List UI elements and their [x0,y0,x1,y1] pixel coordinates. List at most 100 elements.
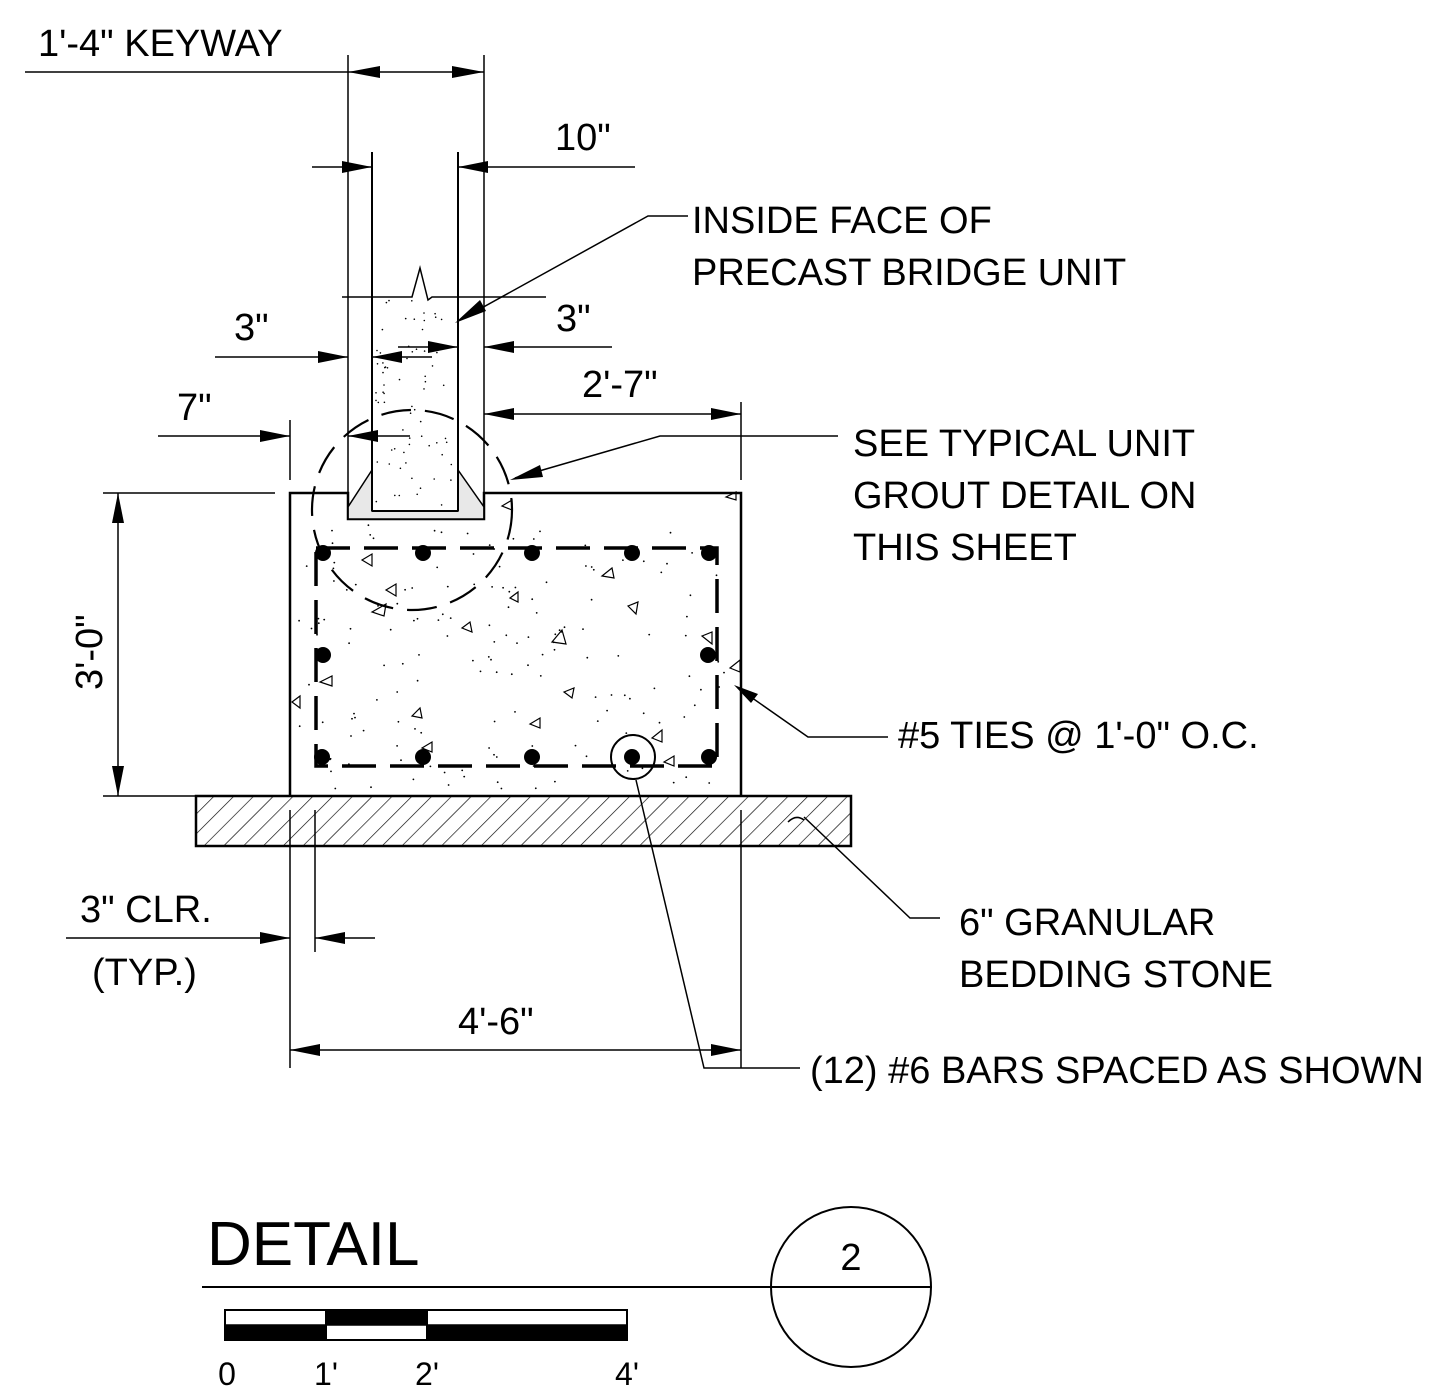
speckle [416,493,419,496]
inside-face-label-1: INSIDE FACE OF [692,200,992,242]
speckle [510,673,513,676]
speckle [384,366,386,369]
speckle [377,401,380,404]
speckle [444,437,447,440]
speckle [375,392,377,394]
rebar-bar [624,749,640,765]
speckle [717,660,720,663]
speckle [445,441,448,444]
speckle [653,687,656,690]
speckle [396,691,399,693]
speckle [495,671,498,674]
speckle [495,756,498,758]
speckle [376,349,378,352]
speckle [685,776,688,779]
callout-labels: INSIDE FACE OF PRECAST BRIDGE UNIT SEE T… [692,200,1424,1092]
speckle [388,463,391,465]
speckle [532,538,535,540]
speckle [331,542,334,545]
bar-callout-circle [610,734,656,780]
speckle [420,435,423,438]
speckle [408,443,411,446]
speckle [412,778,415,781]
speckle [440,531,443,534]
speckle [396,602,399,605]
speckle [586,656,589,659]
speckle [582,628,584,630]
speckle [345,589,348,591]
speckle [723,671,725,674]
speckle [421,328,424,331]
speckle [658,721,661,724]
speckle [554,780,556,783]
speckle [424,375,427,378]
inside-face-label-2: PRECAST BRIDGE UNIT [692,252,1126,294]
speckle [450,479,452,481]
scale-label-4: 4' [615,1356,639,1390]
speckle [389,628,392,631]
speckle [629,697,631,700]
speckle [443,771,446,774]
speckle [354,716,356,719]
wall-speckles [375,299,453,506]
bedding-label-1: 6" GRANULAR [959,902,1215,944]
speckle [372,537,375,540]
speckle [413,619,415,622]
speckle [440,504,443,506]
speckle [317,622,320,625]
rebar-bar [624,545,640,561]
speckle [541,653,544,656]
clear-cover-label: 3" CLR. [80,889,212,931]
speckle [488,624,491,627]
speckle [334,787,337,790]
grout-detail-label-3: THIS SHEET [853,527,1077,569]
scale-label-1: 1' [314,1356,338,1390]
speckle [491,586,493,588]
scale-segment [427,1325,627,1340]
speckle [401,662,404,665]
speckle [488,747,490,749]
keyway-right-gap-label: 3" [556,298,591,340]
speckle [362,729,365,732]
speckle [683,716,686,718]
wall-thickness-label: 10" [555,117,611,159]
speckle [672,781,675,784]
speckle [558,629,561,632]
speckle [554,633,557,636]
speckle [415,348,418,351]
footing [288,408,743,796]
speckle [411,405,413,408]
speckle [385,301,388,304]
speckle [433,529,436,532]
speckle [466,532,469,535]
footing-outline [288,491,743,796]
aggregate-marks [291,491,741,767]
speckle [642,560,645,563]
speckle [708,782,711,784]
speckle [308,683,310,686]
detail-title: DETAIL [207,1210,419,1279]
speckle [321,721,324,724]
speckle [390,449,393,451]
speckle [376,699,378,701]
rebar-bar [415,545,431,561]
speckle [416,679,419,682]
heel-dim-label: 2'-7" [582,364,658,406]
bedding-stone [194,794,853,848]
precast-wall [342,152,546,520]
speckle [498,565,501,568]
speckle [539,530,541,533]
speckle [348,642,350,645]
speckle [382,371,384,374]
speckle [408,437,411,439]
speckle [516,642,518,644]
speckle [379,352,382,354]
speckle [472,553,475,555]
speckle [535,612,538,614]
speckle [700,688,702,691]
dimension-labels: 1'-4" KEYWAY 10" 3" 3" 7" 2'-7" 3'-0" 3"… [38,23,658,1043]
rebar-bar [700,647,716,663]
speckle [349,627,352,630]
speckle [666,562,668,565]
